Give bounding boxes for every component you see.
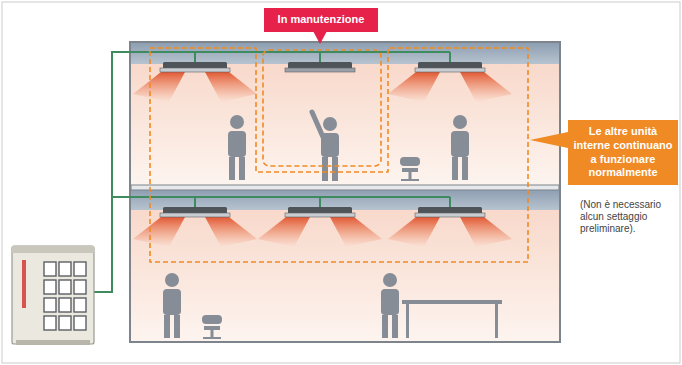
airflow xyxy=(330,217,382,247)
indoor-unit xyxy=(160,62,485,217)
running-units-outline xyxy=(150,48,528,262)
person-figure xyxy=(381,273,399,338)
refrigerant-pipe xyxy=(94,52,450,292)
person-figure xyxy=(228,115,246,180)
desk xyxy=(495,304,498,338)
desk xyxy=(406,304,409,338)
maintenance-outline xyxy=(263,50,381,166)
building xyxy=(130,42,560,342)
callout-text: In manutenzione xyxy=(268,13,374,27)
fan-grille xyxy=(44,262,56,276)
unit-panel xyxy=(160,68,230,72)
callout-text: Le altre unità interne continuano a funz… xyxy=(573,125,673,180)
fan-grille xyxy=(44,262,86,330)
fan-grille xyxy=(44,280,56,294)
fan-grille xyxy=(44,316,56,330)
airflow xyxy=(388,217,440,247)
airflow xyxy=(460,72,512,102)
fan-grille xyxy=(74,262,86,276)
unit-panel xyxy=(415,213,485,217)
chair-figure xyxy=(202,315,222,339)
person-figure xyxy=(163,273,181,338)
lower-room xyxy=(131,210,559,341)
fan-grille xyxy=(59,298,71,312)
callout-tail xyxy=(313,31,327,44)
unit-panel xyxy=(415,68,485,72)
airflow xyxy=(205,72,257,102)
person-figure xyxy=(312,112,339,181)
fan-grille xyxy=(59,262,71,276)
unit-panel xyxy=(285,213,355,217)
indicator-stripe xyxy=(22,260,26,308)
fan-grille xyxy=(74,280,86,294)
outdoor-unit xyxy=(12,246,94,344)
airflow xyxy=(205,217,257,247)
airflow xyxy=(388,72,440,102)
refrigerant-pipe xyxy=(112,196,450,198)
chair-figure xyxy=(400,157,420,181)
note-text: (Non è necessario alcun settaggio prelim… xyxy=(580,199,676,235)
fan-grille xyxy=(74,298,86,312)
unit-panel xyxy=(285,68,355,72)
airflow xyxy=(133,217,185,247)
floor-slab xyxy=(131,185,559,190)
outdoor-unit-base xyxy=(16,340,90,345)
person-figure xyxy=(312,112,323,137)
person-figure xyxy=(322,157,328,181)
person-figure xyxy=(451,115,469,180)
fan-grille xyxy=(59,280,71,294)
unit-panel xyxy=(160,213,230,217)
fan-grille xyxy=(44,298,56,312)
airflow xyxy=(133,72,185,102)
fan-grille xyxy=(74,316,86,330)
person-figure xyxy=(323,117,337,131)
desk xyxy=(402,300,502,338)
airflow xyxy=(133,72,512,247)
airflow xyxy=(460,217,512,247)
callout-tail xyxy=(530,132,568,148)
refrigerant-pipe xyxy=(94,52,450,292)
person-figure xyxy=(332,157,338,181)
fan-grille xyxy=(59,316,71,330)
outdoor-unit-top xyxy=(12,246,94,253)
airflow xyxy=(258,217,310,247)
upper-room xyxy=(131,64,559,185)
refrigerant-pipe xyxy=(195,52,450,207)
maintenance-callout: In manutenzione xyxy=(264,8,378,32)
outdoor-unit xyxy=(12,246,94,345)
status-callout: Le altre unità interne continuano a funz… xyxy=(568,120,678,185)
desk xyxy=(402,300,502,304)
